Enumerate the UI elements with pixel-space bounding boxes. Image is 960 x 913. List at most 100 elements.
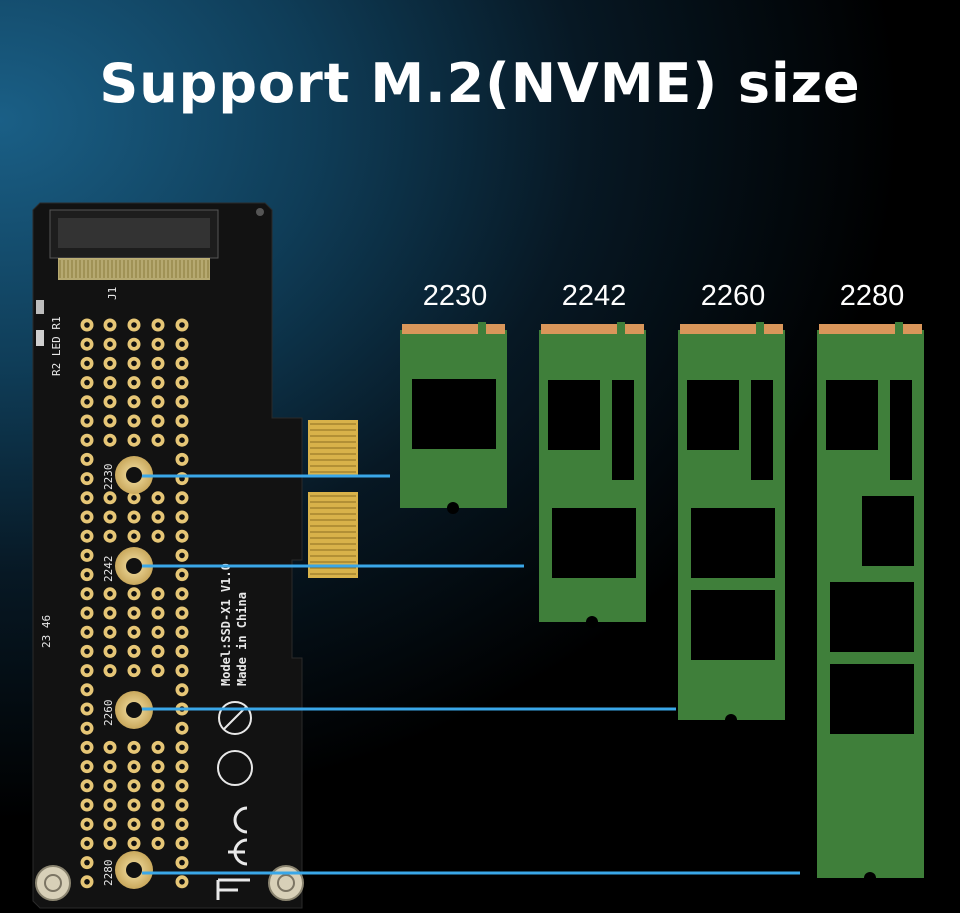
solder-pad-hole: [84, 783, 90, 789]
solder-pad-hole: [107, 821, 113, 827]
solder-pad-hole: [179, 533, 185, 539]
solder-pad-hole: [107, 379, 113, 386]
hole-label-2260: 2260: [102, 700, 115, 727]
solder-pad-hole: [155, 591, 161, 597]
solder-pad-hole: [84, 763, 90, 770]
m2-connector: [49, 209, 219, 280]
solder-pad-hole: [179, 667, 185, 674]
solder-pad-hole: [107, 744, 113, 751]
solder-pad-hole: [107, 591, 113, 597]
solder-pad-hole: [131, 514, 137, 520]
made-in-text: Made in China: [235, 592, 249, 686]
screw-right-icon: [268, 865, 304, 901]
solder-pad-hole: [131, 437, 137, 444]
solder-pad-hole: [84, 648, 90, 655]
ssd-2260: [678, 322, 785, 726]
solder-pad-hole: [107, 763, 113, 770]
nf-mark-icon: [217, 750, 253, 786]
solder-pad-hole: [179, 744, 185, 751]
solder-pad-hole: [84, 879, 90, 885]
solder-pad-hole: [131, 648, 137, 655]
solder-pad-hole: [179, 341, 185, 348]
solder-pad-hole: [107, 783, 113, 789]
solder-pad-hole: [131, 418, 137, 424]
solder-pad-hole: [107, 802, 113, 808]
hole-label-2242: 2242: [102, 556, 115, 583]
solder-pad-hole: [155, 783, 161, 789]
fcc-mark-icon: [216, 878, 250, 900]
solder-pad-hole: [107, 533, 113, 539]
solder-pad-hole: [179, 552, 185, 559]
solder-pad-hole: [131, 322, 137, 328]
solder-pad-hole: [179, 687, 185, 693]
solder-pad-hole: [155, 610, 161, 616]
solder-pad-hole: [155, 629, 161, 635]
solder-pad-hole: [155, 399, 161, 405]
led-component: [36, 330, 44, 346]
solder-pad-hole: [131, 360, 137, 367]
solder-pad-hole: [107, 418, 113, 424]
solder-pad-hole: [131, 783, 137, 789]
solder-pad-hole: [155, 821, 161, 827]
solder-pad-hole: [84, 667, 90, 674]
solder-pad-hole: [84, 725, 90, 731]
solder-pad-hole: [131, 341, 137, 348]
solder-pad-hole: [179, 514, 185, 520]
ssd-2242: [539, 322, 646, 628]
solder-pad-hole: [131, 629, 137, 635]
solder-pad-hole: [179, 840, 185, 847]
solder-pad-hole: [131, 802, 137, 808]
size-label-2242: 2242: [561, 280, 627, 312]
solder-pad-hole: [179, 360, 185, 367]
mount-hole-2260: [115, 691, 153, 729]
solder-pad-hole: [84, 495, 90, 501]
solder-pad-hole: [179, 591, 185, 597]
solder-pad-hole: [84, 379, 90, 386]
adapter-board: J1 R2 LED R1 23 46 2230 2242 2260 2280 M…: [32, 202, 358, 909]
size-label-2260: 2260: [700, 280, 766, 312]
solder-pad-hole: [155, 495, 161, 501]
solder-pad-hole: [155, 648, 161, 655]
screw-left-icon: [35, 865, 71, 901]
solder-pad-hole: [84, 418, 90, 424]
solder-pad-hole: [179, 610, 185, 616]
ce-mark-icon: [228, 806, 248, 866]
solder-pad-hole: [155, 437, 161, 444]
solder-pad-hole: [84, 360, 90, 367]
solder-pad-hole: [179, 629, 185, 635]
hole-label-2280: 2280: [102, 860, 115, 887]
solder-pad-hole: [84, 533, 90, 539]
solder-pad-hole: [84, 744, 90, 751]
solder-pad-hole: [179, 379, 185, 386]
solder-pad-hole: [155, 322, 161, 328]
solder-pad-hole: [155, 802, 161, 808]
solder-pad-hole: [131, 379, 137, 386]
solder-pad-hole: [131, 610, 137, 616]
solder-pad-hole: [84, 859, 90, 866]
page-title: Support M.2(NVME) size: [99, 52, 861, 115]
solder-pad-hole: [84, 456, 90, 463]
solder-pad-hole: [131, 399, 137, 405]
solder-pad-hole: [179, 571, 185, 578]
solder-pad-hole: [179, 763, 185, 770]
solder-pad-hole: [155, 514, 161, 520]
model-text: Model:SSD-X1 V1.0: [219, 563, 233, 686]
connector-label: J1: [106, 287, 119, 300]
solder-pad-hole: [84, 514, 90, 520]
solder-pad-hole: [131, 591, 137, 597]
pb-free-icon: [218, 701, 252, 735]
solder-pad-hole: [179, 456, 185, 463]
mount-hole-2230: [115, 456, 153, 494]
solder-pad-hole: [179, 802, 185, 808]
solder-pad-hole: [107, 322, 113, 328]
solder-pad-hole: [84, 610, 90, 616]
solder-pad-hole: [107, 495, 113, 501]
solder-pad-hole: [131, 821, 137, 827]
solder-pad-hole: [107, 840, 113, 847]
solder-pad-hole: [155, 744, 161, 751]
solder-pad-hole: [179, 783, 185, 789]
solder-pad-hole: [179, 418, 185, 424]
solder-pad-hole: [84, 629, 90, 635]
hole-label-2230: 2230: [102, 464, 115, 491]
